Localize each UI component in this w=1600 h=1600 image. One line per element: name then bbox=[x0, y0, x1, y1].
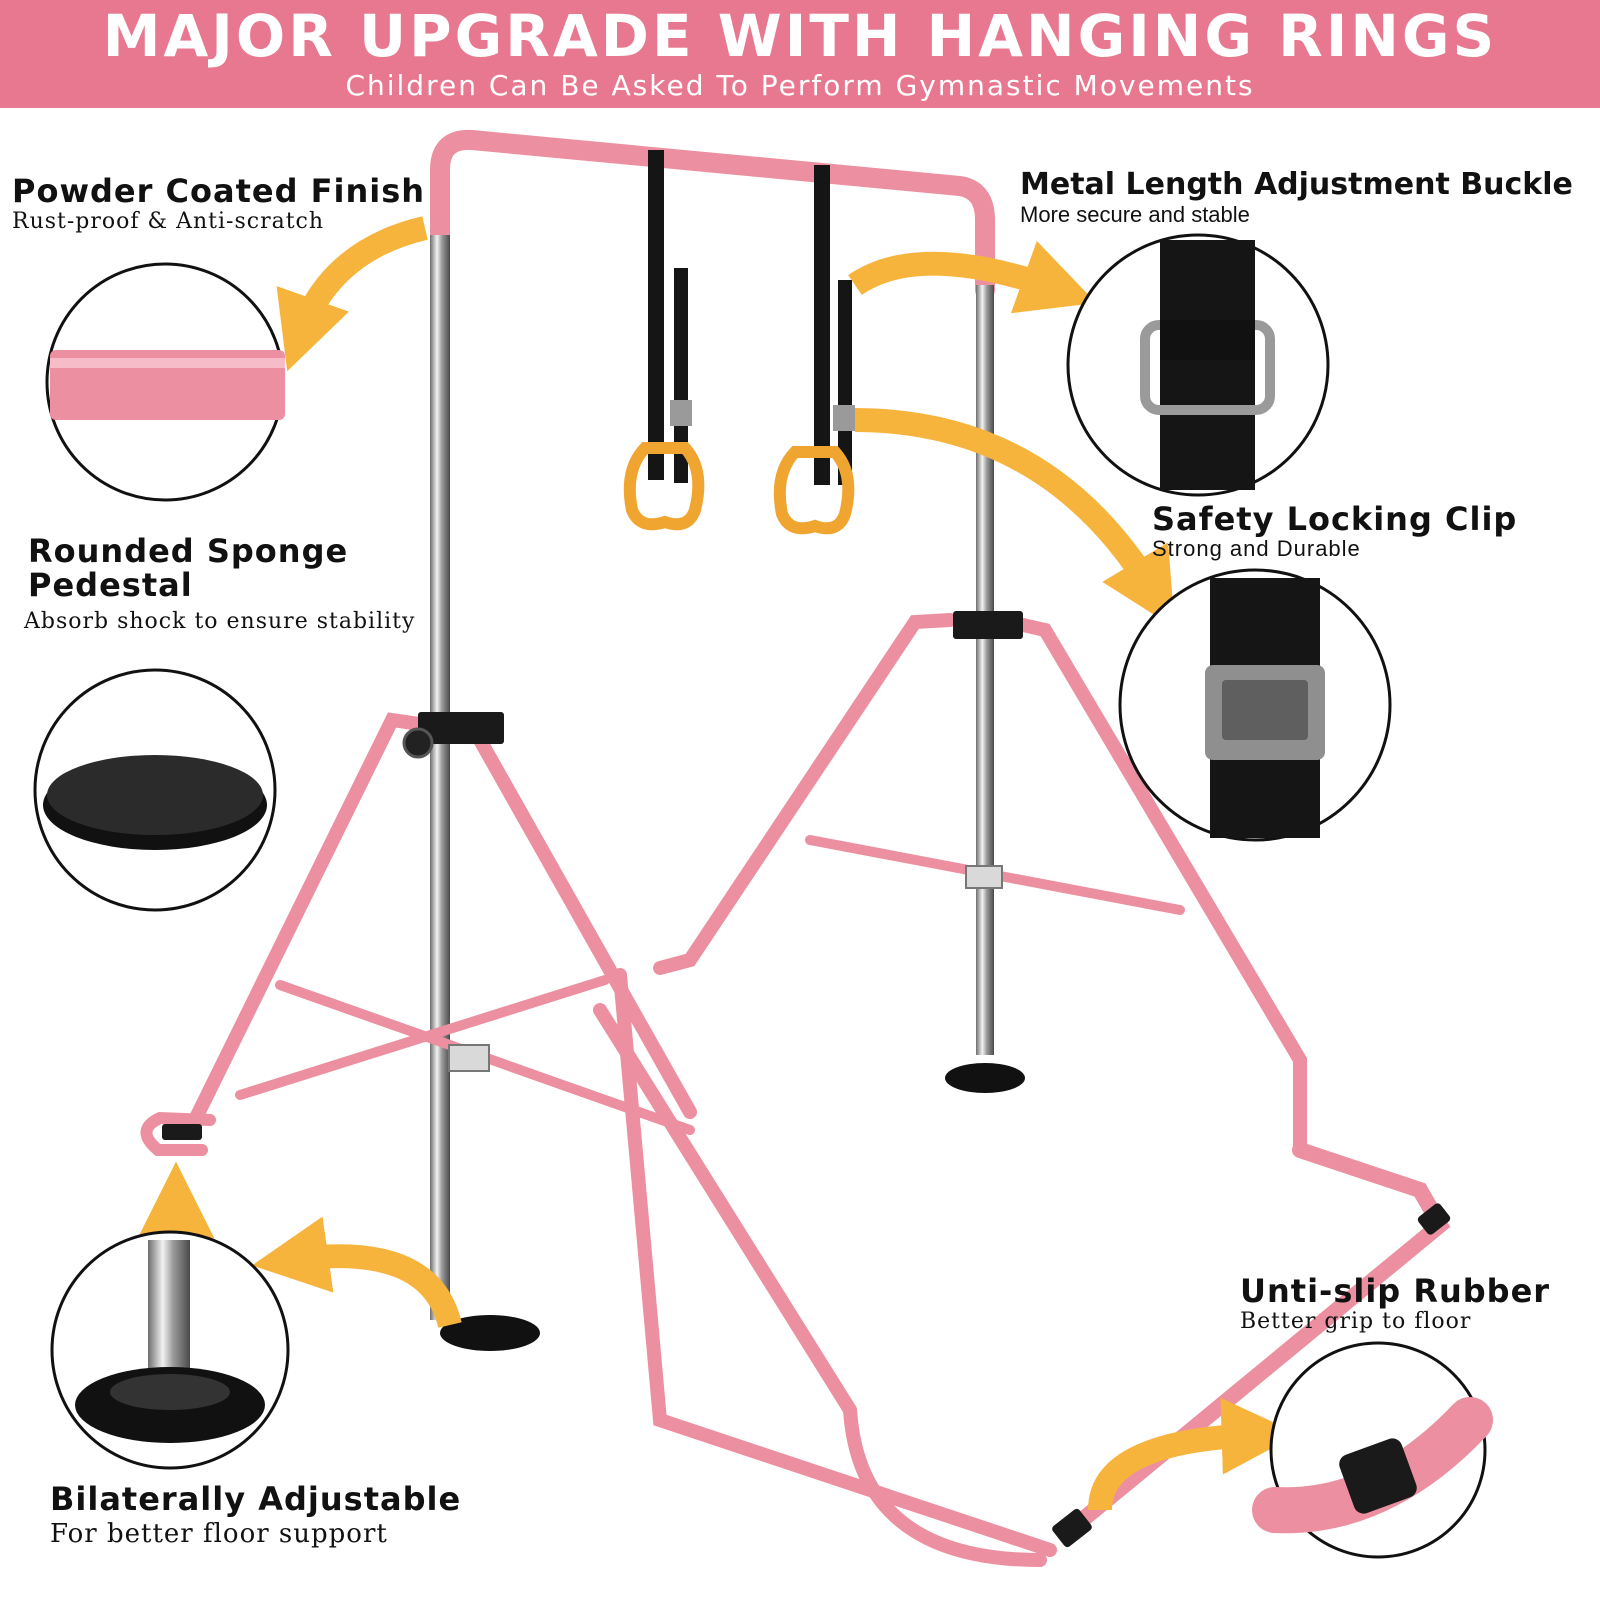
feature-title: Safety Locking Clip bbox=[1152, 500, 1518, 538]
banner-subtitle: Children Can Be Asked To Perform Gymnast… bbox=[345, 69, 1255, 102]
detail-circle-rubber bbox=[1252, 1341, 1493, 1559]
feature-anti-slip: Unti-slip Rubber Better grip to floor bbox=[1240, 1274, 1550, 1336]
feature-title: Rounded Sponge Pedestal bbox=[28, 532, 349, 604]
arrow-clip bbox=[854, 408, 1175, 628]
feature-sponge-pedestal: Rounded Sponge Pedestal Absorb shock to … bbox=[24, 532, 415, 636]
feature-powder-coated: Powder Coated Finish Rust-proof & Anti-s… bbox=[12, 174, 425, 236]
left-foot bbox=[440, 1315, 540, 1351]
detail-circle-powder bbox=[45, 262, 285, 502]
right-foot bbox=[945, 1063, 1025, 1093]
callout-arrows bbox=[137, 216, 1299, 1511]
feature-title: Bilaterally Adjustable bbox=[50, 1480, 462, 1518]
frame bbox=[140, 129, 1451, 1567]
right-ring bbox=[773, 446, 855, 535]
detail-circle-buckle bbox=[1066, 233, 1330, 497]
arrow-rubber bbox=[1088, 1397, 1299, 1511]
feature-subtitle: Better grip to floor bbox=[1240, 1309, 1472, 1334]
product-illustration bbox=[33, 129, 1493, 1567]
rings-assembly bbox=[623, 150, 855, 535]
detail-circle-clip bbox=[1118, 568, 1392, 842]
feature-title: Metal Length Adjustment Buckle bbox=[1020, 167, 1573, 202]
left-clamp bbox=[418, 712, 504, 744]
feature-subtitle: Strong and Durable bbox=[1152, 536, 1361, 561]
feature-subtitle: For better floor support bbox=[50, 1519, 388, 1549]
left-upright bbox=[430, 235, 450, 1320]
detail-circle-pedestal bbox=[33, 668, 277, 912]
detail-circle-foot bbox=[50, 1230, 290, 1470]
header-banner: MAJOR UPGRADE WITH HANGING RINGS Childre… bbox=[0, 0, 1600, 108]
feature-subtitle: Rust-proof & Anti-scratch bbox=[12, 209, 325, 234]
arrow-powder bbox=[276, 216, 428, 372]
left-ring bbox=[623, 442, 705, 531]
feature-title: Powder Coated Finish bbox=[12, 172, 426, 210]
feature-bilateral: Bilaterally Adjustable For better floor … bbox=[50, 1482, 461, 1552]
feature-safety-clip: Safety Locking Clip Strong and Durable bbox=[1152, 502, 1517, 562]
banner-title: MAJOR UPGRADE WITH HANGING RINGS bbox=[102, 2, 1498, 70]
arrow-buckle bbox=[848, 240, 1097, 314]
top-bar bbox=[430, 129, 995, 300]
arrow-foot bbox=[251, 1216, 462, 1329]
feature-metal-buckle: Metal Length Adjustment Buckle More secu… bbox=[1020, 168, 1573, 228]
feature-title: Unti-slip Rubber bbox=[1240, 1272, 1551, 1310]
feature-subtitle: Absorb shock to ensure stability bbox=[24, 609, 416, 634]
right-upright bbox=[976, 285, 994, 1055]
right-clamp bbox=[953, 611, 1023, 639]
feature-subtitle: More secure and stable bbox=[1020, 202, 1250, 227]
